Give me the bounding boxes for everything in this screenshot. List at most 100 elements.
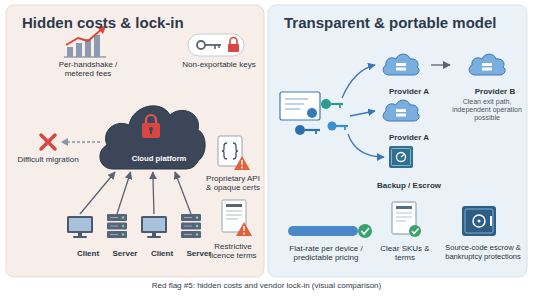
certificate-keys-icon: [280, 92, 320, 120]
non-exportable-key-icon: [214, 45, 216, 49]
source-escrow-safe-icon: [490, 216, 492, 226]
node-label: Provider B: [466, 87, 524, 96]
certificate-keys-icon: [285, 103, 304, 104]
panel-heading: Hidden costs & lock-in: [22, 14, 264, 31]
provider-cloud-icons: [383, 100, 419, 121]
source-escrow-safe-icon: [462, 206, 496, 236]
server-node: Server: [169, 214, 214, 258]
callout-label: Proprietary API & opaque certs: [204, 174, 262, 192]
certificate-keys-icon: [285, 98, 308, 99]
node-label: Backup / Escrow: [375, 181, 443, 190]
difficult-migration-icon: [41, 135, 55, 149]
certificate-keys-icon: [285, 108, 300, 109]
connector-arrow: [153, 172, 154, 214]
metered-chart-icon: [66, 29, 102, 45]
client-server-icons: [107, 214, 127, 238]
key-distribution-arrows: [342, 65, 384, 157]
clear-terms-doc-icon: [396, 221, 406, 222]
client-server-icons: [141, 216, 167, 238]
right-panel-ground: [268, 5, 527, 277]
callout-label: Difficult migration: [16, 155, 80, 164]
certificate-keys-icon: [344, 126, 346, 130]
cloud-platform: Cloud platform: [95, 92, 207, 172]
node-note: Clean exit path, independent operation p…: [450, 98, 524, 122]
callout-label: Per-handshake / metered fees: [50, 60, 126, 78]
certificate-keys-icon: [336, 125, 348, 127]
client-node: Client: [59, 214, 101, 258]
backup-safe-icon: [392, 149, 411, 166]
cloud-outline: [142, 123, 160, 138]
proprietary-api-icon: [222, 143, 227, 159]
difficult-migration-icon: [61, 138, 68, 146]
panel-heading: Transparent & portable model: [284, 14, 527, 31]
metered-chart-icon: [67, 47, 73, 57]
connector-arrow: [431, 64, 450, 65]
flat-rate-bar-icon: [288, 224, 372, 238]
cloud-outline: [146, 115, 156, 124]
certificate-keys-icon: [315, 130, 317, 134]
key-distribution-arrows: [348, 134, 384, 157]
connector-arrow: [175, 172, 191, 214]
cloud-outline: [150, 129, 152, 134]
certificate-keys-icon: [328, 122, 337, 131]
client-node: Client: [133, 214, 175, 258]
source-escrow-safe-icon: [465, 209, 493, 233]
connector-arrow: [117, 172, 131, 214]
restrictive-contract-icon: [226, 211, 242, 212]
node-label: Server: [111, 249, 140, 258]
node-label: Provider A: [387, 87, 431, 96]
non-exportable-key-icon: [228, 44, 239, 52]
restrictive-contract-icon: [243, 226, 244, 231]
proprietary-api-icon: [218, 136, 242, 166]
node-label: Server: [185, 249, 214, 258]
clear-terms-doc-icon: [396, 206, 412, 209]
source-escrow-safe-icon: [478, 220, 481, 223]
callout-label: Restrictive licence terms: [204, 242, 262, 260]
comparison-panel: Hidden costs & lock-inCloud platformClie…: [6, 5, 264, 277]
restrictive-contract-icon: [236, 222, 252, 236]
certificate-keys-icon: [307, 108, 317, 118]
node-label: Client: [149, 249, 175, 258]
client-server-icons: [181, 214, 201, 238]
node-label: Provider A: [387, 133, 431, 142]
proprietary-api-icon: [218, 136, 250, 170]
metered-chart-icon: [76, 43, 82, 57]
proprietary-api-icon: [241, 160, 242, 165]
non-exportable-key-icon: [188, 34, 244, 56]
provider-node: Provider A: [371, 52, 431, 96]
difficult-migration-icon: [41, 135, 100, 149]
clear-terms-doc-icon: [392, 202, 421, 237]
certificate-keys-icon: [295, 125, 305, 135]
non-exportable-key-icon: [230, 38, 237, 45]
backup-safe-icon: [389, 146, 413, 168]
provider-cloud-icons: [383, 54, 419, 75]
backup-safe-icon: [401, 155, 404, 158]
restrictive-contract-icon: [243, 233, 245, 235]
clear-terms-doc-icon: [409, 225, 421, 237]
provider-node: Provider A: [371, 98, 431, 142]
callout-label: Source-code escrow & bankruptcy protecti…: [440, 244, 526, 261]
backup-escrow-node: Backup / Escrow: [359, 146, 443, 190]
server-node: Server: [95, 214, 140, 258]
backup-safe-icon: [389, 146, 413, 168]
flat-rate-bar-icon: [288, 226, 358, 236]
clear-terms-doc-icon: [412, 229, 419, 234]
flat-rate-bar-icon: [362, 228, 370, 234]
source-escrow-safe-icon: [462, 206, 496, 236]
proprietary-api-icon: [241, 167, 243, 169]
non-exportable-key-icon: [188, 34, 244, 56]
difficult-migration-icon: [68, 141, 100, 142]
restrictive-contract-icon: [226, 215, 242, 216]
clear-terms-doc-icon: [396, 217, 412, 218]
key-distribution-arrows: [350, 111, 375, 116]
client-server-icons: [67, 214, 201, 238]
non-exportable-key-icon: [197, 41, 205, 49]
certificate-keys-icon: [321, 99, 331, 109]
proprietary-api-icon: [234, 156, 250, 170]
metered-chart-icon: [94, 35, 100, 57]
key-distribution-arrows: [342, 65, 375, 98]
callout-label: Clear SKUs & terms: [374, 244, 436, 262]
caption: Red flag #5: hidden costs and vendor loc…: [0, 281, 533, 290]
difficult-migration-icon: [41, 135, 55, 149]
